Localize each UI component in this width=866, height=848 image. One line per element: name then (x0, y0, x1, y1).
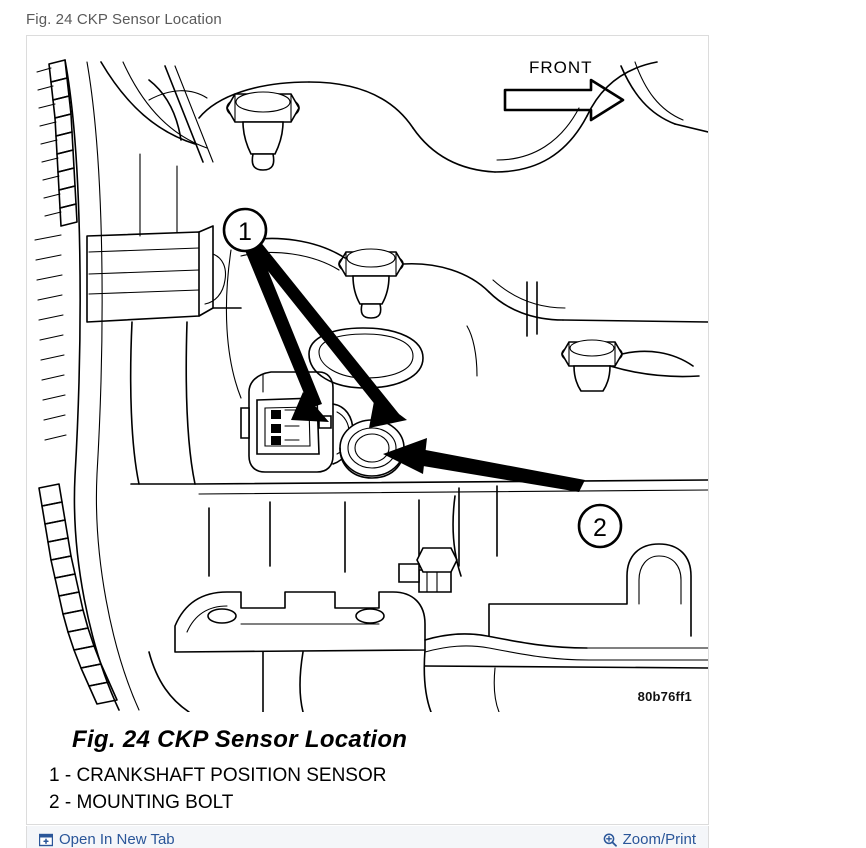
figure-reference-code: 80b76ff1 (637, 689, 692, 704)
bolt-head-right (561, 339, 623, 392)
front-label: FRONT (529, 58, 593, 77)
leader-thin (225, 249, 242, 399)
magnifier-plus-icon (603, 832, 617, 847)
leader-1b (252, 240, 399, 422)
open-in-new-tab-link[interactable]: Open In New Tab (39, 831, 175, 848)
arrowhead-1a (291, 392, 329, 422)
zoom-print-label: Zoom/Print (622, 831, 696, 848)
engine-lower-block (130, 479, 708, 712)
timing-gear-teeth-upper (36, 59, 78, 227)
figure-image[interactable]: .ln { fill:none; stroke:#000; stroke-wid… (27, 36, 708, 712)
open-in-new-tab-label: Open In New Tab (59, 831, 175, 848)
page-title: Fig. 24 CKP Sensor Location (26, 11, 222, 28)
figure-legend: 1 - CRANKSHAFT POSITION SENSOR 2 - MOUNT… (49, 763, 708, 817)
zoom-print-link[interactable]: Zoom/Print (603, 831, 696, 848)
leader-1a (244, 246, 322, 408)
engine-block-mid-contours (86, 153, 708, 485)
caption-block: Fig. 24 CKP Sensor Location 1 - CRANKSHA… (27, 726, 708, 824)
callout-1-number: 1 (238, 218, 252, 246)
front-direction-indicator: FRONT (503, 58, 625, 122)
bolt-head-top-center (226, 91, 300, 171)
open-in-new-window-icon (39, 833, 53, 847)
callout-marker-2: 2 (577, 503, 623, 549)
legend-item-2: 2 - MOUNTING BOLT (49, 791, 234, 813)
technical-illustration-svg: .ln { fill:none; stroke:#000; stroke-wid… (27, 36, 708, 712)
callout-2-number: 2 (593, 514, 607, 542)
front-arrow-icon (503, 78, 625, 122)
timing-gear-teeth-middle (34, 234, 67, 441)
arrowhead-2 (383, 438, 427, 474)
figure-panel: .ln { fill:none; stroke:#000; stroke-wid… (26, 35, 709, 825)
leader-lines (225, 240, 585, 492)
figure-action-bar: Open In New Tab Zoom/Print (26, 826, 709, 848)
callout-marker-1: 1 (222, 207, 268, 253)
sensor-mounting-bolt-hole (308, 327, 424, 479)
engine-block-upper-contours (100, 61, 708, 173)
gear-inner-edge (86, 61, 140, 711)
legend-item-1: 1 - CRANKSHAFT POSITION SENSOR (49, 765, 387, 786)
bolt-head-mid-center (338, 248, 404, 319)
leader-2 (411, 448, 585, 492)
arrowhead-1b (369, 396, 407, 428)
figure-caption: Fig. 24 CKP Sensor Location (72, 726, 408, 753)
gear-outer-edge (64, 59, 120, 711)
